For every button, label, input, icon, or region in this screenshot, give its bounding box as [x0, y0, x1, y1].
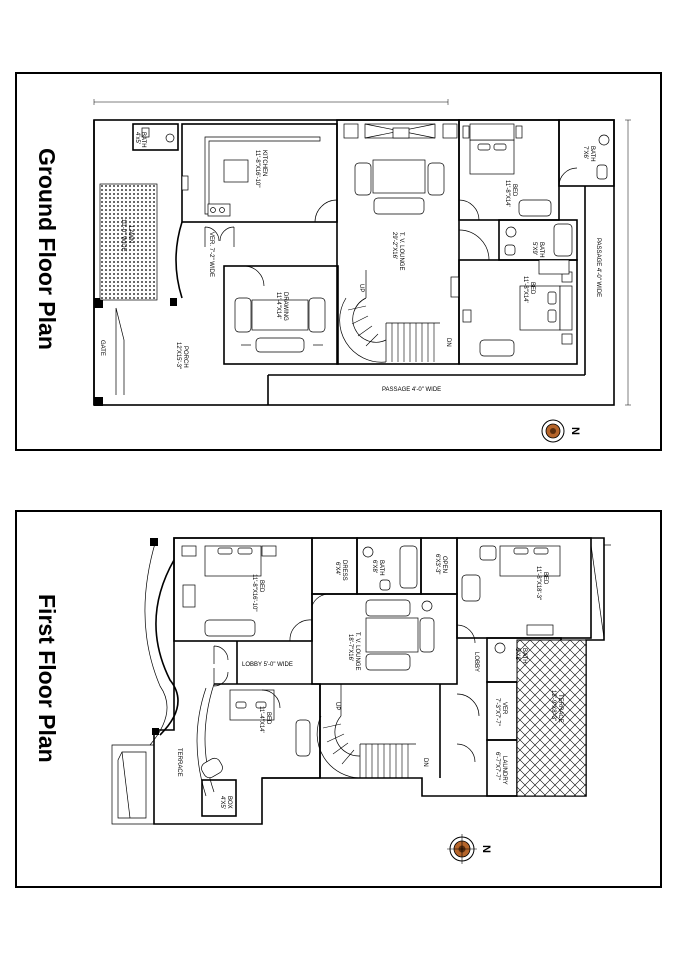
ff-bath1-label: BATH: [378, 560, 384, 576]
ff-laundry-label: LAUNDRY: [501, 756, 507, 785]
ff-north-label: N: [480, 845, 492, 853]
gf-drawing-dim: 11'-4"X14': [275, 292, 281, 319]
ff-terrace-right-area: [516, 639, 587, 797]
gf-gate-label: GATE: [99, 340, 105, 356]
ff-dn-label: DN: [422, 758, 428, 767]
ff-bed1-dim: 11'-8"X16'-10": [251, 574, 257, 611]
gf-bath-mid-label: BATH: [538, 242, 544, 258]
ff-dress-label: DRESS: [341, 560, 347, 581]
ff-bath1-dim: 6'X8': [371, 560, 377, 573]
gf-up-label: UP: [358, 284, 364, 292]
ff-north-compass-icon: [447, 834, 477, 864]
ff-tv-lounge-dim: 18'-7"X16': [347, 634, 353, 661]
ff-laundry-dim: 6'-7"X7'-7": [494, 752, 500, 780]
ff-lobby2-label: LOBBY: [473, 652, 479, 672]
gf-passage-side-label: PASSAGE 4'-0" WIDE: [595, 238, 601, 297]
gf-drawing-label: DRAWING: [282, 292, 288, 321]
gf-passage-bottom-label: PASSAGE 4'-0" WIDE: [382, 387, 441, 393]
ff-up-label: UP: [334, 702, 340, 710]
gf-porch-dim: 12'X15'-3": [175, 342, 181, 369]
ff-box-label: BOX: [226, 796, 232, 809]
first-floor-plan: BED 11'-8"X16'-10" DRESS 6'X4' BATH 6'X8…: [111, 537, 611, 864]
ff-terrace-left-label: TERRACE: [176, 748, 182, 777]
ff-open-label: OPEN: [441, 556, 447, 573]
gf-ver-label: VER. 7'-2" WIDE: [208, 232, 214, 277]
gf-bed2-dim: 11'-8"X14': [522, 276, 528, 303]
gf-bath-small-label: BATH: [140, 132, 146, 148]
gf-north-compass-icon: [541, 419, 565, 443]
ff-terrace-right-label: TERRACE: [557, 694, 563, 723]
gf-bath-tr-label: BATH: [589, 146, 595, 162]
ff-ver-dim: 7'-3"X7'-7": [494, 698, 500, 726]
ff-ver-label: VER: [501, 702, 507, 715]
gf-north-label: N: [569, 427, 581, 435]
gf-porch-label: PORCH: [182, 346, 188, 368]
gf-bed2-label: BED: [529, 282, 535, 295]
gf-tv-lounge-label: T. V. LOUNGE: [398, 232, 404, 270]
gf-bath-tr-dim: 7'X6': [582, 146, 588, 159]
ff-terrace-right-dim: 12'-9"X8'-3": [550, 690, 556, 721]
ff-lobby-label: LOBBY 5'-0" WIDE: [242, 662, 293, 668]
ff-tv-lounge-label: T. V. LOUNGE: [354, 632, 360, 670]
ground-floor-plan: BATH 4'x5' LAWN 10'-0" WIDE KITCHEN 11'-…: [93, 99, 631, 443]
ff-bath2-dim: 5'X8': [514, 648, 520, 661]
ff-bed3-dim: 11'-4"X14': [258, 706, 264, 733]
gf-kitchen-label: KITCHEN: [261, 150, 267, 176]
ff-dress-dim: 6'X4': [334, 562, 340, 575]
ff-bed1-label: BED: [258, 580, 264, 593]
gf-bath-small-dim: 4'x5': [134, 132, 140, 144]
gf-kitchen-dim: 11'-8"X16'-10": [254, 150, 260, 187]
ff-open-dim: 6'X3'-3": [434, 554, 440, 574]
gf-tv-lounge-dim: 29'-2"X16': [391, 232, 397, 259]
ff-box-dim: 4'X5': [219, 796, 225, 809]
ff-bed3-label: BED: [265, 712, 271, 725]
gf-bed1-label: BED: [511, 184, 517, 197]
gf-bed1-dim: 11'-8"X14': [504, 180, 510, 207]
gf-lawn-label: LAWN: [127, 226, 133, 243]
ff-bath2-label: BATH: [521, 648, 527, 664]
gf-bath-mid-dim: 5'X9': [531, 242, 537, 255]
lawn-area: [99, 183, 158, 301]
ff-bed2-dim: 11'-8"X18'-3": [535, 566, 541, 600]
gf-dn-label: DN: [445, 338, 451, 347]
gf-lawn-dim: 10'-0" WIDE: [120, 219, 126, 252]
ff-bed2-label: BED: [542, 572, 548, 585]
